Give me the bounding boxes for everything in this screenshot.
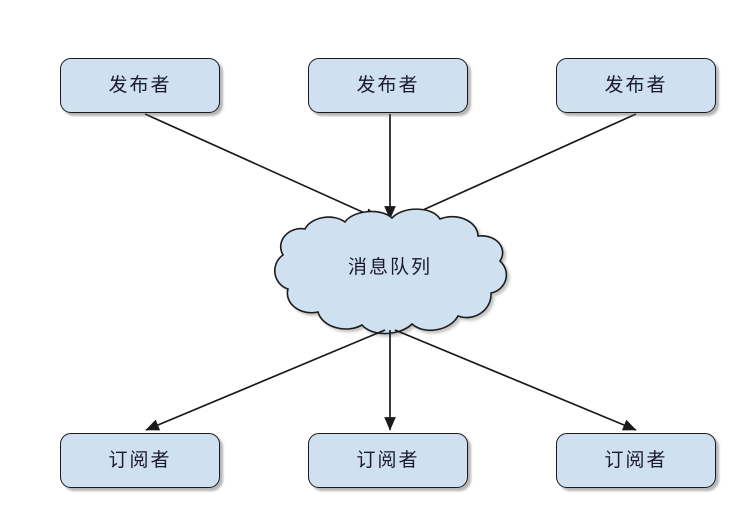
publisher-node-1-label: 发布者 (108, 75, 172, 96)
edge-queue-to-subscriber-3 (394, 329, 637, 431)
subscriber-node-1-label: 订阅者 (108, 450, 172, 471)
edge-publisher-1-to-queue (144, 113, 379, 220)
edges-queue-to-subscribers (145, 329, 637, 431)
message-queue-cloud (274, 208, 508, 335)
publisher-node-2-label: 发布者 (356, 75, 420, 96)
edge-publisher-3-to-queue (402, 113, 637, 220)
edge-queue-to-subscriber-1 (145, 329, 386, 431)
edges-publishers-to-queue (144, 113, 637, 220)
publisher-node-3-label: 发布者 (604, 75, 668, 96)
publisher-node-1[interactable]: 发布者 (60, 58, 220, 113)
subscriber-node-2[interactable]: 订阅者 (308, 433, 468, 488)
subscriber-node-1[interactable]: 订阅者 (60, 433, 220, 488)
subscriber-node-2-label: 订阅者 (356, 450, 420, 471)
message-queue-label: 消息队列 (347, 257, 432, 278)
publisher-node-3[interactable]: 发布者 (556, 58, 716, 113)
subscriber-node-3-label: 订阅者 (604, 450, 668, 471)
publisher-node-2[interactable]: 发布者 (308, 58, 468, 113)
subscriber-node-3[interactable]: 订阅者 (556, 433, 716, 488)
